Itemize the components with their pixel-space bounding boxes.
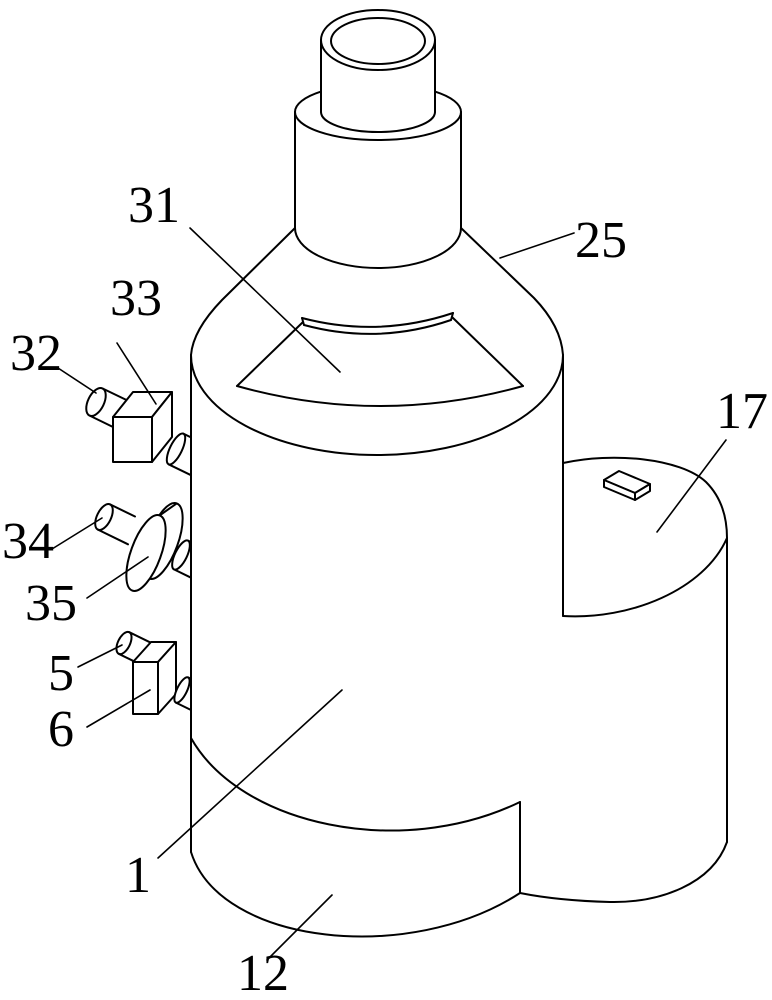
- window-right-edge: [451, 316, 524, 387]
- label-34: 34: [2, 513, 54, 570]
- leader-line-32: [57, 367, 97, 394]
- upper-stub-bottom-edge: [167, 463, 192, 477]
- leader-line-31: [189, 227, 341, 373]
- label-5: 5: [48, 645, 74, 702]
- upper-pipe-bottom-edge: [88, 414, 114, 428]
- upper-valve-body: [112, 391, 173, 463]
- window-top-outer-arc: [301, 312, 454, 328]
- label-25: 25: [575, 212, 627, 269]
- leader-line-33: [116, 342, 157, 405]
- lower-pipe-top-edge: [128, 631, 151, 644]
- lower-pipe-valve-assembly: [115, 630, 192, 715]
- disk-top-rim: [158, 502, 178, 517]
- reference-numerals: 31 25 33 32 17 34 35 5 6 1 12: [2, 177, 768, 1000]
- upper-pipe-top-edge: [101, 387, 128, 401]
- label-32: 32: [10, 325, 62, 382]
- label-1: 1: [125, 847, 151, 904]
- leader-line-6: [86, 689, 151, 728]
- window-left-edge: [236, 321, 304, 387]
- tank-bottom-arc: [519, 841, 728, 904]
- cone-section: [190, 227, 564, 356]
- window-bottom-arc: [236, 385, 524, 407]
- leader-line-34: [51, 517, 103, 550]
- leader-line-1: [157, 689, 343, 859]
- neck-bottom-arc: [294, 227, 462, 269]
- lower-valve-body: [132, 641, 177, 715]
- upper-pipe-valve-assembly: [85, 387, 192, 477]
- label-17: 17: [716, 383, 768, 440]
- label-6: 6: [48, 701, 74, 758]
- label-35: 35: [25, 575, 77, 632]
- window-top-inner-arc: [303, 319, 452, 335]
- leader-line-25: [499, 232, 575, 259]
- leader-line-17: [656, 439, 727, 533]
- disk-front-face: [125, 514, 167, 592]
- lower-valve-front-face: [132, 661, 159, 715]
- lower-pipe-bottom-edge: [117, 652, 134, 662]
- base-section: [190, 737, 521, 938]
- top-pipe-opening: [330, 17, 426, 65]
- leader-line-5: [77, 644, 123, 668]
- tab-side-face: [634, 483, 651, 501]
- middle-stub-bottom-edge: [173, 568, 192, 579]
- upper-valve-side-face: [151, 391, 173, 463]
- inspection-window: [236, 312, 524, 407]
- side-tank: [519, 456, 728, 904]
- tank-lid-tab: [603, 470, 651, 501]
- neck-top-back-right: [434, 90, 463, 113]
- tank-top-back-arc: [562, 456, 728, 539]
- cone-right-edge: [460, 227, 564, 356]
- label-31: 31: [128, 177, 180, 234]
- tank-top-front-arc: [562, 537, 728, 618]
- label-33: 33: [110, 270, 162, 327]
- lower-stub-end: [173, 676, 191, 704]
- middle-pipe-top-edge: [109, 503, 136, 518]
- leader-lines: [51, 227, 727, 961]
- neck-top-back-left: [293, 90, 322, 113]
- main-top-front-arc: [190, 354, 564, 456]
- lower-stub-bottom-edge: [174, 701, 192, 711]
- middle-pipe-disk-assembly: [94, 502, 192, 592]
- middle-pipe-bottom-edge: [96, 528, 129, 546]
- neck-cylinder: [293, 90, 463, 269]
- top-pipe-base-arc: [320, 111, 436, 133]
- upper-valve-front-face: [112, 416, 153, 463]
- leader-line-35: [86, 556, 149, 599]
- leader-line-12: [266, 894, 333, 961]
- cone-left-edge: [190, 227, 296, 356]
- top-pipe: [320, 9, 436, 133]
- label-12: 12: [237, 945, 289, 1000]
- base-bottom-arc: [190, 851, 521, 938]
- neck-top-front-arc: [294, 111, 462, 141]
- middle-stub-end: [171, 539, 191, 571]
- upper-stub-end: [165, 432, 187, 466]
- base-top-arc: [190, 737, 521, 832]
